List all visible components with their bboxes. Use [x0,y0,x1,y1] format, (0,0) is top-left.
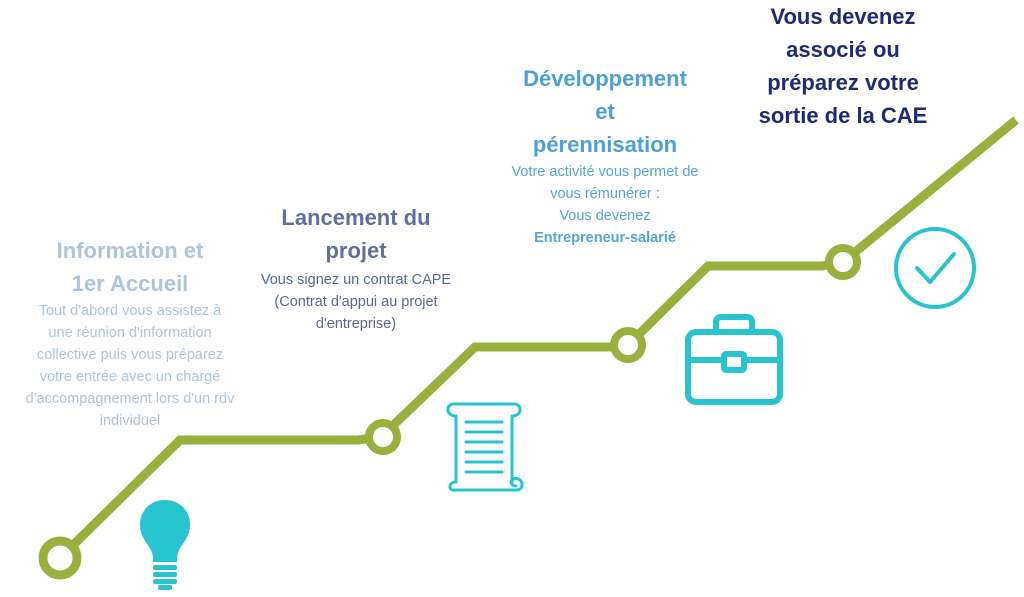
step-title-line: Information et [56,238,204,263]
step-title: Lancement du projet [240,201,472,267]
step-title: Développement et pérennisation [487,62,723,161]
step-title-line: préparez votre [767,70,919,95]
step-description-line: Vous devenez [559,208,651,224]
step-description-line: (Contrat d'appui au projet [274,294,438,310]
scroll-icon [446,402,524,492]
step-description-line: d'accompagnement lors d'un rdv [25,391,235,407]
step-title-line: Développement [523,66,687,91]
step-title-line: sortie de la CAE [758,103,928,128]
step-description-line: d'entreprise) [315,316,397,332]
briefcase-icon [685,314,783,405]
milestone-node-2 [365,419,401,455]
step-title-line: pérennisation [532,132,678,157]
step-associe: Vous devenez associé ou préparez votre s… [732,0,954,132]
milestone-node-3 [610,327,646,363]
step-description: Tout d'abord vous assistez à une réunion… [8,300,252,432]
step-description-line: Tout d'abord vous assistez à [38,303,222,319]
step-title: Vous devenez associé ou préparez votre s… [732,0,954,132]
step-title-line: Lancement du [281,205,431,230]
step-description-line: vous rémunérer : [550,186,660,202]
step-description-line: une réunion d'information [48,325,212,341]
step-description-line: Votre activité vous permet de [511,164,699,180]
step-lancement: Lancement du projet Vous signez un contr… [240,201,472,335]
step-title-line: et [595,99,615,124]
step-title-line: Vous devenez [770,4,916,29]
checkmark-circle-icon [894,227,976,309]
step-title-line: projet [325,238,387,263]
step-title-line: associé ou [786,37,900,62]
step-information: Information et 1er Accueil Tout d'abord … [8,234,252,432]
milestone-node-1 [38,536,82,580]
step-description-line: votre entrée avec un chargé [39,369,221,385]
step-description-line: collective puis vous préparez [36,347,224,363]
step-description-line: individuel [99,413,161,429]
step-description: Vous signez un contrat CAPE (Contrat d'a… [240,269,472,335]
step-description-emphasis: Entrepreneur-salarié [534,230,676,246]
lightbulb-icon [140,500,190,590]
milestone-node-4 [825,244,861,280]
step-description: Votre activité vous permet de vous rémun… [487,161,723,249]
step-developpement: Développement et pérennisation Votre act… [487,62,723,249]
step-description-line: Vous signez un contrat CAPE [260,272,452,288]
step-title: Information et 1er Accueil [8,234,252,300]
step-title-line: 1er Accueil [71,271,189,296]
